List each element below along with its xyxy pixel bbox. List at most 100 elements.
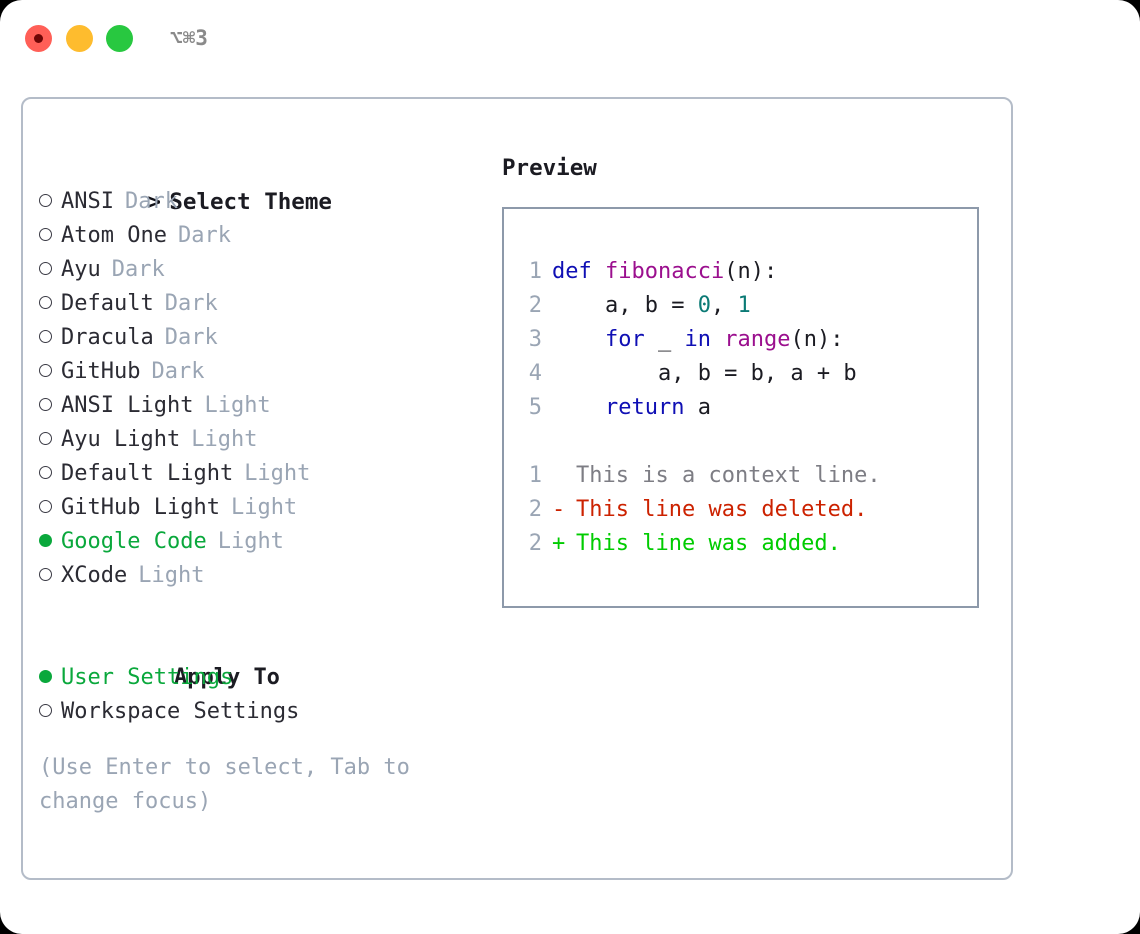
theme-option-kind: Light — [244, 461, 311, 486]
diff-line-text: This line was added. — [576, 531, 841, 556]
radio-unselected-icon — [39, 193, 52, 207]
theme-option-label: Ayu Light — [61, 427, 181, 452]
page-title: Select Theme — [169, 189, 332, 215]
code-line-number: 1 — [528, 259, 542, 284]
maximize-window-button[interactable] — [106, 25, 133, 52]
theme-option-ansi-light[interactable]: ANSI Light Light — [39, 389, 479, 423]
diff-line-add: 2 + This line was added. — [518, 527, 881, 561]
code-line: 5 return a — [518, 391, 881, 425]
keyboard-shortcut-label: ⌥⌘3 — [170, 26, 208, 50]
code-token-fn: fibonacci — [605, 259, 725, 284]
theme-option-kind: Light — [191, 427, 258, 452]
theme-option-label: Ayu — [61, 257, 101, 282]
window-titlebar: ⌥⌘3 — [0, 0, 1140, 78]
code-token-txt: a, b = — [552, 293, 698, 318]
theme-option-label: ANSI — [61, 189, 114, 214]
apply-to-option-workspace-settings[interactable]: Workspace Settings — [39, 695, 479, 729]
theme-option-label: Default Light — [61, 461, 234, 486]
theme-option-kind: Dark — [177, 223, 231, 248]
theme-radio-marker — [39, 185, 61, 219]
theme-option-label: Google Code — [61, 529, 207, 554]
code-token-txt — [592, 259, 605, 284]
code-line-number: 5 — [528, 395, 542, 420]
theme-option-default[interactable]: Default Dark — [39, 287, 479, 321]
radio-unselected-icon — [39, 431, 52, 445]
theme-radio-marker — [39, 457, 61, 491]
diff-line-ctx: 1 This is a context line. — [518, 459, 881, 493]
theme-option-ansi[interactable]: ANSI Dark — [39, 185, 479, 219]
theme-option-ayu-light[interactable]: Ayu Light Light — [39, 423, 479, 457]
theme-radio-marker — [39, 389, 61, 423]
radio-unselected-icon — [39, 465, 52, 479]
theme-option-atom-one[interactable]: Atom One Dark — [39, 219, 479, 253]
apply-to-label: Apply To — [173, 665, 280, 690]
apply-to-option-label: Workspace Settings — [61, 699, 300, 724]
diff-line-number: 2 — [528, 531, 542, 556]
code-token-txt: a, b = b, a + b — [552, 361, 857, 386]
radio-unselected-icon — [39, 499, 52, 513]
radio-unselected-icon — [39, 329, 52, 343]
theme-radio-marker — [39, 355, 61, 389]
code-token-txt: a — [684, 395, 711, 420]
theme-option-dracula[interactable]: Dracula Dark — [39, 321, 479, 355]
code-token-kw: return — [604, 395, 685, 420]
radio-unselected-icon — [39, 567, 52, 581]
theme-option-kind: Light — [217, 529, 284, 554]
radio-unselected-icon — [39, 397, 52, 411]
diff-line-number: 1 — [528, 463, 542, 488]
theme-radio-marker — [39, 525, 61, 559]
code-token-num: 0 — [697, 293, 711, 318]
minimize-window-button[interactable] — [66, 25, 93, 52]
radio-unselected-icon — [39, 261, 52, 275]
diff-sign-add: + — [552, 531, 566, 556]
apply-to-radio-marker — [39, 695, 61, 729]
apply-to-option-label: User Settings — [61, 665, 234, 690]
theme-option-google-code[interactable]: Google Code Light — [39, 525, 479, 559]
code-token-kw: in — [684, 327, 711, 352]
code-token-punc: (n): — [790, 327, 844, 352]
code-token-txt — [552, 395, 605, 420]
theme-option-kind: Dark — [164, 325, 218, 350]
theme-option-label: Default — [61, 291, 154, 316]
code-token-txt — [552, 327, 605, 352]
theme-option-kind: Dark — [164, 291, 218, 316]
apply-to-option-user-settings[interactable]: User Settings — [39, 661, 479, 695]
theme-option-kind: Light — [230, 495, 298, 520]
code-line: 4 a, b = b, a + b — [518, 357, 881, 391]
theme-option-label: ANSI Light — [61, 393, 194, 418]
code-token-kw: def — [552, 259, 592, 284]
theme-radio-marker — [39, 287, 61, 321]
code-token-fn: range — [724, 327, 791, 352]
theme-option-kind: Dark — [151, 359, 205, 384]
theme-option-kind: Light — [138, 563, 205, 588]
theme-option-default-light[interactable]: Default Light Light — [39, 457, 479, 491]
preview-title: Preview — [502, 155, 597, 181]
code-token-txt — [711, 327, 724, 352]
theme-radio-marker — [39, 423, 61, 457]
theme-option-kind: Dark — [124, 189, 178, 214]
code-token-kw: for — [604, 327, 645, 352]
apply-to-label-row: Apply To — [39, 627, 479, 690]
diff-lines: 1 This is a context line.2-This line was… — [518, 459, 881, 561]
radio-selected-icon — [39, 533, 52, 547]
radio-unselected-icon — [39, 363, 52, 377]
theme-option-label: Atom One — [61, 223, 167, 248]
code-line-number: 4 — [528, 361, 542, 386]
theme-radio-marker — [39, 219, 61, 253]
apply-to-radio-marker — [39, 661, 61, 695]
code-token-txt: _ — [644, 327, 685, 352]
radio-unselected-icon — [39, 295, 52, 309]
theme-option-kind: Light — [204, 393, 271, 418]
theme-option-label: Dracula — [61, 325, 154, 350]
code-token-num: 1 — [737, 293, 751, 318]
